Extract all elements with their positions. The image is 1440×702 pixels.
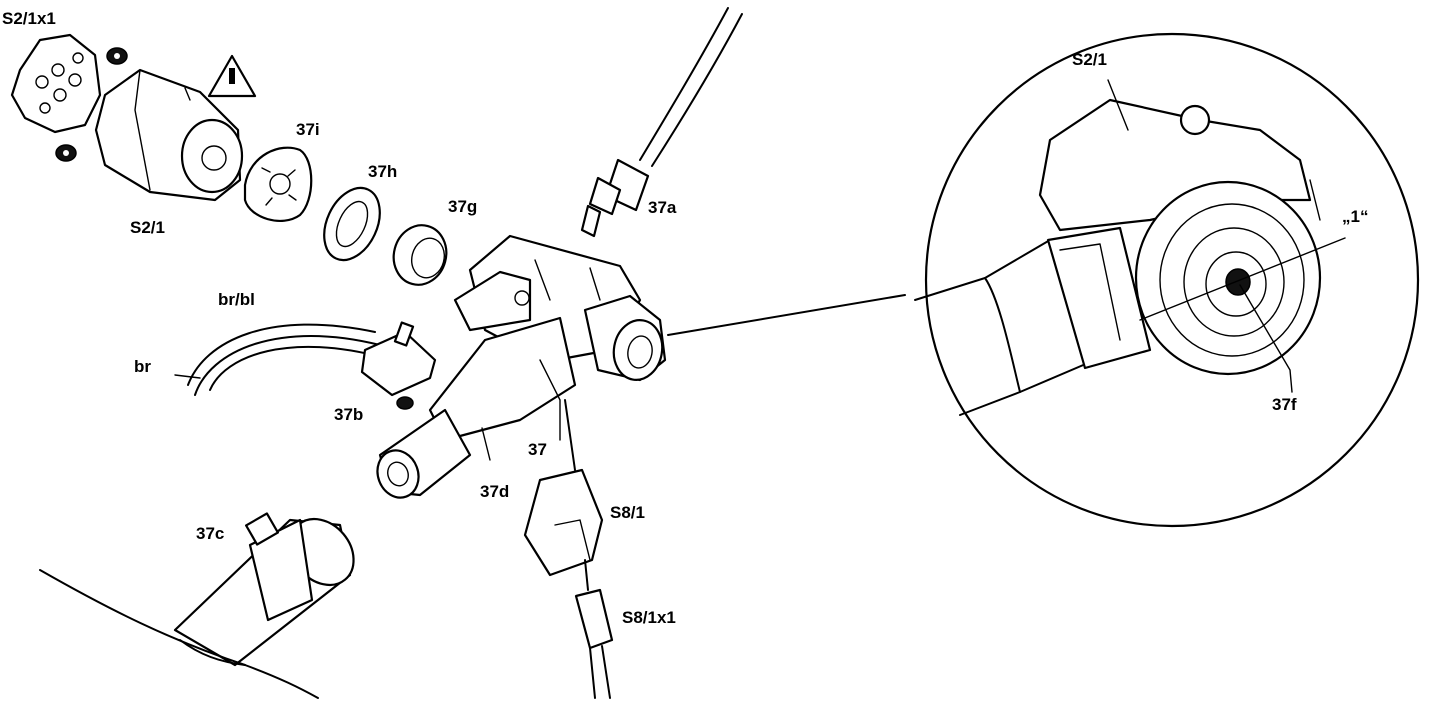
label-br: br: [134, 357, 151, 376]
screw-top: [106, 47, 128, 65]
label-37b: 37b: [334, 405, 363, 424]
warning-triangle-icon: [207, 54, 257, 98]
label-s8-1x1: S8/1x1: [622, 608, 676, 627]
connector-37b: [360, 321, 437, 410]
screw-bottom: [55, 144, 77, 162]
ring-37i: [243, 146, 313, 222]
cable-top: [639, 7, 743, 167]
switch-s8-1: [523, 399, 604, 577]
label-s2-1x1: S2/1x1: [2, 9, 56, 28]
main-body-37: [376, 234, 667, 499]
label-37d: 37d: [480, 482, 509, 501]
connector-37a: [580, 158, 650, 238]
label-37: 37: [528, 440, 547, 459]
label-37f: 37f: [1272, 395, 1297, 414]
bushing-37g: [392, 224, 448, 286]
plug-s2-1x1: [10, 33, 102, 134]
label-s8-1: S8/1: [610, 503, 645, 522]
label-37i: 37i: [296, 120, 320, 139]
label-37a: 37a: [648, 198, 677, 217]
detail-view: [914, 32, 1420, 528]
pipe-clamp-37c: [39, 512, 355, 699]
wire-harness: [174, 323, 386, 396]
label-br-bl: br/bl: [218, 290, 255, 309]
label-37h: 37h: [368, 162, 397, 181]
label-s2-1-detail: S2/1: [1072, 50, 1107, 69]
label-37c: 37c: [196, 524, 224, 543]
detail-leader-line: [667, 294, 906, 336]
plug-s8-1x1: [574, 559, 614, 699]
label-37g: 37g: [448, 197, 477, 216]
label-s2-1: S2/1: [130, 218, 165, 237]
housing-s2-1: [94, 68, 244, 202]
label-mark-1: „1“: [1342, 207, 1368, 226]
seal-37h: [323, 186, 381, 262]
